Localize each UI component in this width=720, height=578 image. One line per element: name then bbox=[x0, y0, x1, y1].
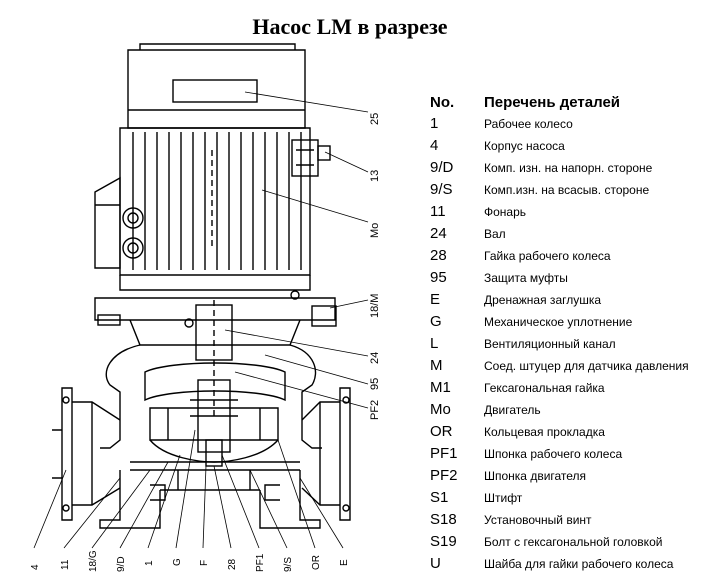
callout-f: F bbox=[199, 560, 210, 566]
legend-row: PF2 Шпонка двигателя bbox=[428, 466, 720, 488]
legend-row: E Дренажная заглушка bbox=[428, 290, 720, 312]
part-name: Шпонка двигателя bbox=[484, 469, 587, 483]
motor-body bbox=[119, 127, 311, 291]
part-name: Болт с гексагональной головкой bbox=[484, 535, 663, 549]
part-number: S1 bbox=[430, 489, 449, 506]
callout-e: E bbox=[339, 559, 350, 566]
part-number: OR bbox=[430, 423, 453, 440]
side-connector bbox=[291, 139, 331, 177]
part-number: L bbox=[430, 335, 439, 352]
part-name: Кольцевая прокладка bbox=[484, 425, 605, 439]
callout-g: G bbox=[172, 558, 183, 566]
part-name: Механическое уплотнение bbox=[484, 315, 633, 329]
legend-row: 1 Рабочее колесо bbox=[428, 114, 720, 136]
part-number: G bbox=[430, 313, 442, 330]
part-number: 11 bbox=[430, 203, 446, 220]
part-number: 95 bbox=[430, 269, 447, 286]
callout-pf1: PF1 bbox=[255, 553, 266, 572]
legend-row: G Механическое уплотнение bbox=[428, 312, 720, 334]
legend-header-parts: Перечень деталей bbox=[484, 94, 621, 111]
part-name: Гексагональная гайка bbox=[484, 381, 605, 395]
part-number: S18 bbox=[430, 511, 457, 528]
legend-row: 95 Защита муфты bbox=[428, 268, 720, 290]
base-feet bbox=[99, 470, 321, 529]
part-name: Вал bbox=[484, 227, 506, 241]
part-name: Фонарь bbox=[484, 205, 527, 219]
legend-row: Mo Двигатель bbox=[428, 400, 720, 422]
part-name: Рабочее колесо bbox=[484, 117, 573, 131]
inlet-flange bbox=[52, 387, 121, 521]
part-name: Штифт bbox=[484, 491, 523, 505]
part-number: 9/S bbox=[430, 181, 453, 198]
terminal-box bbox=[94, 176, 144, 269]
part-name: Защита муфты bbox=[484, 271, 568, 285]
legend-header-no: No. bbox=[430, 94, 455, 111]
part-name: Соед. штуцер для датчика давления bbox=[484, 359, 689, 373]
legend-row: M Соед. штуцер для датчика давления bbox=[428, 356, 720, 378]
legend-row: 9/S Комп.изн. на всасыв. стороне bbox=[428, 180, 720, 202]
page-title: Насос LM в разрезе bbox=[252, 14, 448, 39]
part-name: Комп.изн. на всасыв. стороне bbox=[484, 183, 650, 197]
callout-11: 11 bbox=[60, 559, 71, 570]
part-number: 24 bbox=[430, 225, 447, 242]
part-number: 4 bbox=[430, 137, 439, 154]
legend-row: S19 Болт с гексагональной головкой bbox=[428, 532, 720, 554]
legend-row: U Шайба для гайки рабочего колеса bbox=[428, 554, 720, 576]
part-number: E bbox=[430, 291, 441, 308]
legend-row: S18 Установочный винт bbox=[428, 510, 720, 532]
motor-fan-cover bbox=[127, 43, 306, 129]
pump-cross-section-drawing: 25 13 Mo 18/M 24 95 PF2 4 11 18/G 9/D 1 … bbox=[30, 43, 381, 572]
part-number: U bbox=[430, 555, 441, 572]
lantern-flange bbox=[94, 290, 337, 420]
callout-28: 28 bbox=[227, 558, 238, 570]
legend-header: No. Перечень деталей bbox=[428, 94, 720, 114]
callout-or: OR bbox=[311, 555, 322, 570]
part-number: M1 bbox=[430, 379, 451, 396]
pump-casing bbox=[100, 344, 322, 501]
callout-4: 4 bbox=[30, 564, 41, 570]
part-number: S19 bbox=[430, 533, 457, 550]
part-number: 9/D bbox=[430, 159, 454, 176]
part-number: M bbox=[430, 357, 443, 374]
callout-pf2: PF2 bbox=[369, 400, 381, 420]
legend-row: PF1 Шпонка рабочего колеса bbox=[428, 444, 720, 466]
part-name: Гайка рабочего колеса bbox=[484, 249, 611, 263]
part-number: Mo bbox=[430, 401, 451, 418]
callout-18-g: 18/G bbox=[88, 550, 99, 572]
legend-row: 28 Гайка рабочего колеса bbox=[428, 246, 720, 268]
legend-row: M1 Гексагональная гайка bbox=[428, 378, 720, 400]
legend-row: 24 Вал bbox=[428, 224, 720, 246]
outlet-flange bbox=[301, 387, 351, 521]
callout-13: 13 bbox=[369, 170, 381, 182]
part-number: PF2 bbox=[430, 467, 458, 484]
callout-18-m: 18/M bbox=[369, 294, 381, 318]
part-name: Установочный винт bbox=[484, 513, 592, 527]
callout-25: 25 bbox=[369, 113, 381, 125]
part-number: PF1 bbox=[430, 445, 458, 462]
part-number: 1 bbox=[430, 115, 439, 132]
part-name: Корпус насоса bbox=[484, 139, 565, 153]
legend-row: 11 Фонарь bbox=[428, 202, 720, 224]
part-number: 28 bbox=[430, 247, 447, 264]
callout-95: 95 bbox=[369, 378, 381, 390]
part-name: Двигатель bbox=[484, 403, 541, 417]
part-name: Дренажная заглушка bbox=[484, 293, 602, 307]
legend-row: L Вентиляционный канал bbox=[428, 334, 720, 356]
callout-9-s: 9/S bbox=[283, 557, 294, 572]
callout-9-d: 9/D bbox=[116, 556, 127, 572]
legend-row: OR Кольцевая прокладка bbox=[428, 422, 720, 444]
part-name: Комп. изн. на напорн. стороне bbox=[484, 161, 653, 175]
part-name: Вентиляционный канал bbox=[484, 337, 616, 351]
callout-1: 1 bbox=[144, 560, 155, 566]
legend-row: 9/D Комп. изн. на напорн. стороне bbox=[428, 158, 720, 180]
callout-24: 24 bbox=[369, 352, 381, 364]
part-name: Шпонка рабочего колеса bbox=[484, 447, 623, 461]
part-name: Шайба для гайки рабочего колеса bbox=[484, 557, 674, 571]
legend-row: 4 Корпус насоса bbox=[428, 136, 720, 158]
callout-mo: Mo bbox=[369, 223, 381, 238]
legend-row: S1 Штифт bbox=[428, 488, 720, 510]
